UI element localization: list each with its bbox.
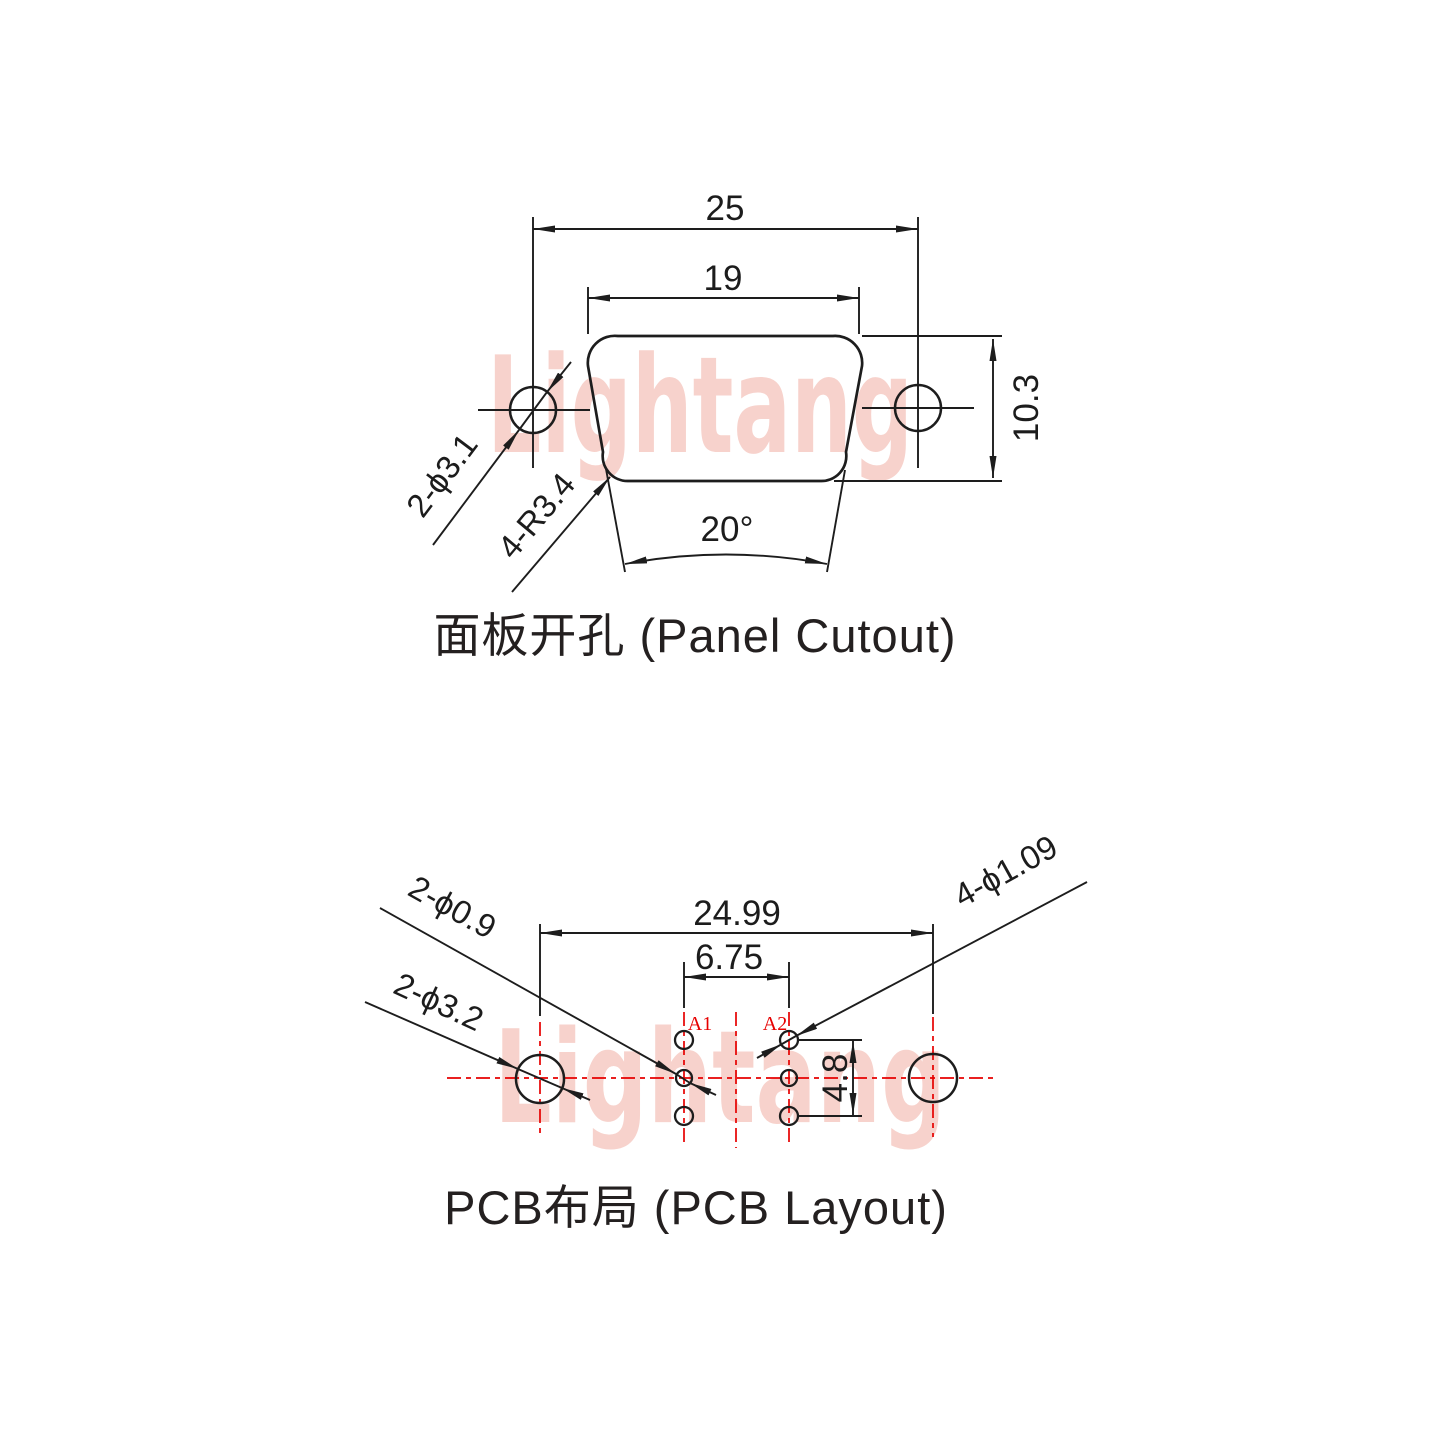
pcb-dimension-6-75: 6.75 <box>683 938 790 1008</box>
panel-dimension-25: 25 <box>533 189 918 233</box>
pcb-pin-label-a2: A2 <box>763 1013 787 1035</box>
pcb-mount-hole-right <box>907 1052 959 1104</box>
pcb-mount-hole-left <box>514 1053 566 1105</box>
pcb-dim-rows-value: 4.8 <box>816 1054 855 1103</box>
panel-cutout-outline <box>586 334 864 483</box>
panel-dimension-angle-20: 20° <box>605 468 846 573</box>
panel-dimension-19: 19 <box>587 259 860 334</box>
panel-dim-height-value: 10.3 <box>1007 374 1046 442</box>
pcb-layout-caption: PCB布局 (PCB Layout) <box>444 1181 948 1234</box>
panel-leader-radius: 4-R3.4 <box>490 466 611 593</box>
pcb-dimension-4-8: 4.8 <box>797 1039 862 1117</box>
pcb-label-signal-holes: 4-ϕ1.09 <box>947 828 1063 915</box>
panel-label-holes: 2-ϕ3.1 <box>399 427 485 524</box>
panel-dimension-10-3: 10.3 <box>834 335 1046 482</box>
pcb-dim-pitch-value: 6.75 <box>695 938 763 977</box>
pcb-pin-label-a1: A1 <box>688 1013 712 1035</box>
pcb-label-mount-holes: 2-ϕ3.2 <box>389 965 490 1038</box>
watermark-top: Lightang <box>487 328 913 484</box>
panel-dim-19-value: 19 <box>704 259 743 298</box>
panel-dim-25-value: 25 <box>706 189 745 228</box>
panel-hole-crosshairs <box>478 217 974 468</box>
pcb-label-small-holes: 2-ϕ0.9 <box>403 868 503 946</box>
panel-cutout-caption: 面板开孔 (Panel Cutout) <box>433 609 956 662</box>
panel-dim-angle-value: 20° <box>701 510 754 549</box>
pcb-dimension-24-99: 24.99 <box>539 894 934 1016</box>
pcb-dim-span-value: 24.99 <box>693 894 781 933</box>
